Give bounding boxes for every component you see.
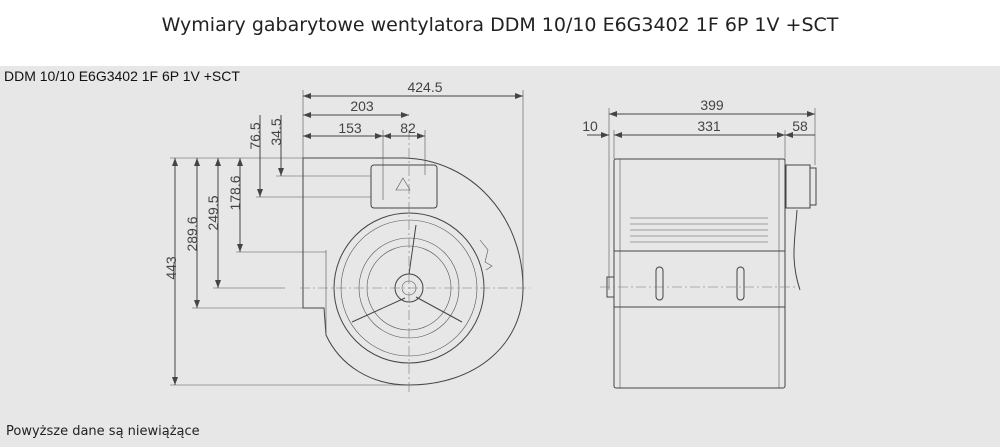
dim-76-5: 76.5 bbox=[247, 122, 263, 149]
dim-289-6: 289.6 bbox=[184, 216, 200, 251]
side-view bbox=[600, 158, 817, 389]
drawing-panel bbox=[0, 66, 1000, 447]
dim-58: 58 bbox=[792, 118, 808, 134]
dim-443: 443 bbox=[163, 256, 179, 280]
page-title: Wymiary gabarytowe wentylatora DDM 10/10… bbox=[161, 14, 839, 36]
dim-82: 82 bbox=[400, 120, 416, 136]
dim-399: 399 bbox=[700, 97, 724, 113]
dim-331: 331 bbox=[697, 118, 721, 134]
dim-10: 10 bbox=[582, 118, 598, 134]
model-label: DDM 10/10 E6G3402 1F 6P 1V +SCT bbox=[4, 68, 240, 84]
dim-424-5: 424.5 bbox=[407, 79, 442, 95]
dim-34-5: 34.5 bbox=[268, 118, 284, 145]
dim-178-6: 178.6 bbox=[227, 175, 243, 210]
dim-249-5: 249.5 bbox=[205, 195, 221, 230]
disclaimer-note: Powyższe dane są niewiążące bbox=[6, 424, 200, 439]
side-dimensions: 399 331 10 58 bbox=[582, 97, 816, 290]
front-view bbox=[300, 130, 530, 392]
front-dimensions: 424.5 203 153 82 443 289.6 249.5 178.6 7… bbox=[163, 79, 524, 386]
dim-153: 153 bbox=[338, 120, 362, 136]
dim-203: 203 bbox=[350, 98, 374, 114]
